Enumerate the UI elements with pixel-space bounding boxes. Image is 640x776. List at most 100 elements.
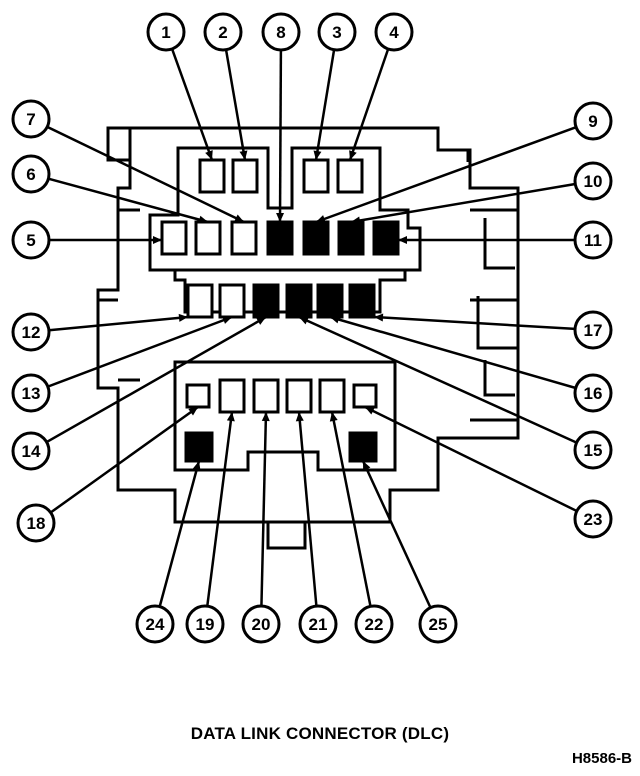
callout-circle: [16, 503, 56, 543]
upper-cavity: [148, 146, 422, 272]
terminal-22: [318, 378, 346, 414]
leader-line: [297, 411, 318, 607]
leader-line: [46, 125, 245, 224]
callout-circle: [573, 101, 613, 141]
callout-circle: [203, 12, 243, 52]
leader-arrowhead: [363, 461, 371, 471]
terminal-15: [285, 283, 313, 319]
leader-line: [47, 315, 233, 388]
leader-arrowhead: [256, 317, 266, 325]
leader-line: [298, 315, 578, 444]
callout-circle: [11, 431, 51, 471]
leader-arrowhead: [295, 412, 304, 422]
leader-arrowhead: [329, 412, 338, 422]
callout-circle: [573, 499, 613, 539]
callout-label-12: 12: [22, 323, 41, 342]
callout-circle: [11, 220, 51, 260]
callout-label-7: 7: [26, 110, 35, 129]
callout-label-15: 15: [584, 441, 603, 460]
leader-line: [48, 315, 189, 332]
terminal-11: [372, 220, 400, 256]
callout-label-8: 8: [276, 23, 285, 42]
callout-label-10: 10: [584, 172, 603, 191]
callout-circle: [573, 220, 613, 260]
terminal-18: [185, 383, 211, 409]
diagram-caption: DATA LINK CONNECTOR (DLC): [190, 724, 450, 743]
leader-line: [260, 411, 268, 607]
leader-arrowhead: [153, 236, 162, 244]
right-side-detail: [470, 208, 518, 422]
leader-arrowhead: [239, 150, 248, 160]
leader-arrowhead: [365, 407, 375, 415]
callout-circle: [135, 604, 175, 644]
callout-label-23: 23: [584, 510, 603, 529]
terminal-3: [302, 158, 330, 194]
terminal-16b: [316, 283, 344, 319]
leader-line: [350, 182, 576, 224]
terminal-2: [231, 158, 259, 194]
callout-circle: [185, 604, 225, 644]
callout-label-6: 6: [26, 165, 35, 184]
terminal-4: [336, 158, 364, 194]
leader-line-group: [46, 48, 578, 609]
leader-arrowhead: [313, 150, 322, 160]
leader-line: [46, 315, 267, 444]
leader-arrowhead: [234, 214, 244, 222]
leader-arrowhead: [316, 215, 326, 223]
leader-line: [348, 48, 390, 161]
callout-label-22: 22: [365, 615, 384, 634]
callout-label-20: 20: [252, 615, 271, 634]
callout-label-9: 9: [588, 112, 597, 131]
leader-line: [364, 405, 578, 513]
callout-circle: [573, 373, 613, 413]
leader-line: [373, 315, 576, 331]
callout-label-16: 16: [584, 384, 603, 403]
callout-circle: [261, 12, 301, 52]
terminal-1: [198, 158, 226, 194]
callout-circle: [354, 604, 394, 644]
left-tab: [106, 126, 130, 162]
leader-arrowhead: [299, 317, 309, 325]
terminal-21: [285, 378, 313, 414]
terminal-13: [218, 283, 246, 319]
leader-arrowhead: [276, 212, 285, 222]
callout-label-4: 4: [389, 23, 399, 42]
leader-line: [224, 49, 247, 161]
callout-label-18: 18: [27, 514, 46, 533]
callout-circle: [573, 310, 613, 350]
leader-line: [361, 460, 432, 609]
leader-arrowhead: [222, 316, 232, 324]
leader-arrowhead: [349, 150, 357, 160]
terminal-23: [352, 383, 378, 409]
leader-line: [170, 48, 214, 161]
callout-label-13: 13: [22, 384, 41, 403]
leader-line: [330, 411, 372, 607]
callout-label-19: 19: [196, 615, 215, 634]
leader-arrowhead: [205, 150, 213, 160]
callout-circle: [418, 604, 458, 644]
middle-cavity: [173, 270, 407, 314]
leader-arrowhead: [198, 215, 208, 224]
terminal-25: [348, 431, 378, 463]
terminal-group: [160, 158, 400, 463]
terminal-5: [160, 220, 188, 256]
callout-label-14: 14: [22, 442, 41, 461]
leader-arrowhead: [374, 313, 384, 322]
callout-label-1: 1: [161, 23, 170, 42]
callout-circle: [573, 161, 613, 201]
terminal-19: [218, 378, 246, 414]
terminal-6: [194, 220, 222, 256]
leader-arrowhead: [178, 313, 188, 322]
leader-arrowhead: [188, 407, 198, 416]
callout-label-2: 2: [218, 23, 227, 42]
terminal-20: [252, 378, 280, 414]
leader-line: [49, 405, 199, 514]
leader-line: [278, 49, 283, 223]
callout-circle: [11, 312, 51, 352]
leader-line: [48, 177, 209, 224]
callout-label-24: 24: [146, 615, 165, 634]
terminal-9: [302, 220, 330, 256]
callout-label-5: 5: [26, 231, 35, 250]
